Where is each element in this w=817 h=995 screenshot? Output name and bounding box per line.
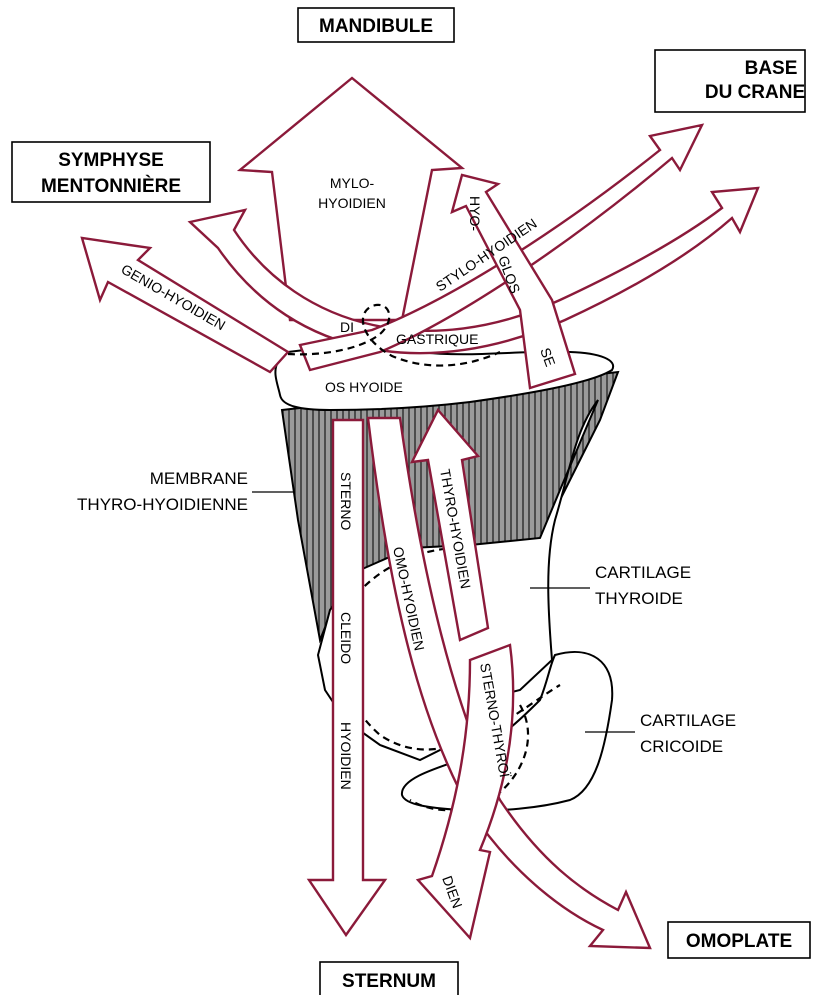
thyroide-label-2: THYROIDE — [595, 589, 683, 608]
mylo-label-1: MYLO- — [330, 175, 375, 191]
base-crane-label-1: BASE — [745, 58, 798, 79]
membrane-label-1: MEMBRANE — [150, 469, 248, 488]
hyoglosse-label-a: HYO- — [467, 196, 483, 231]
mylo-label-2: HYOIDIEN — [318, 195, 386, 211]
cricoide-label-1: CARTILAGE — [640, 711, 736, 730]
symphyse-label-2: MENTONNIÈRE — [41, 175, 181, 197]
digastrique-label-b: GASTRIQUE — [396, 331, 478, 347]
mandibule-label: MANDIBULE — [319, 16, 433, 37]
sterno-cleido-label-3: HYOIDIEN — [338, 722, 354, 790]
os-hyoide-label: OS HYOIDE — [325, 379, 403, 395]
membrane-label-2: THYRO-HYOIDIENNE — [77, 495, 248, 514]
symphyse-label-1: SYMPHYSE — [58, 150, 164, 171]
omoplate-label: OMOPLATE — [686, 931, 792, 952]
sternum-label: STERNUM — [342, 971, 436, 992]
cricoide-label-2: CRICOIDE — [640, 737, 723, 756]
sterno-cleido-label-1: STERNO — [338, 472, 354, 530]
sterno-cleido-label-2: CLEIDO — [338, 612, 354, 664]
digastrique-label-a: DI — [340, 319, 354, 335]
base-crane-label-2: DU CRANE — [705, 82, 805, 103]
thyroide-label-1: CARTILAGE — [595, 563, 691, 582]
